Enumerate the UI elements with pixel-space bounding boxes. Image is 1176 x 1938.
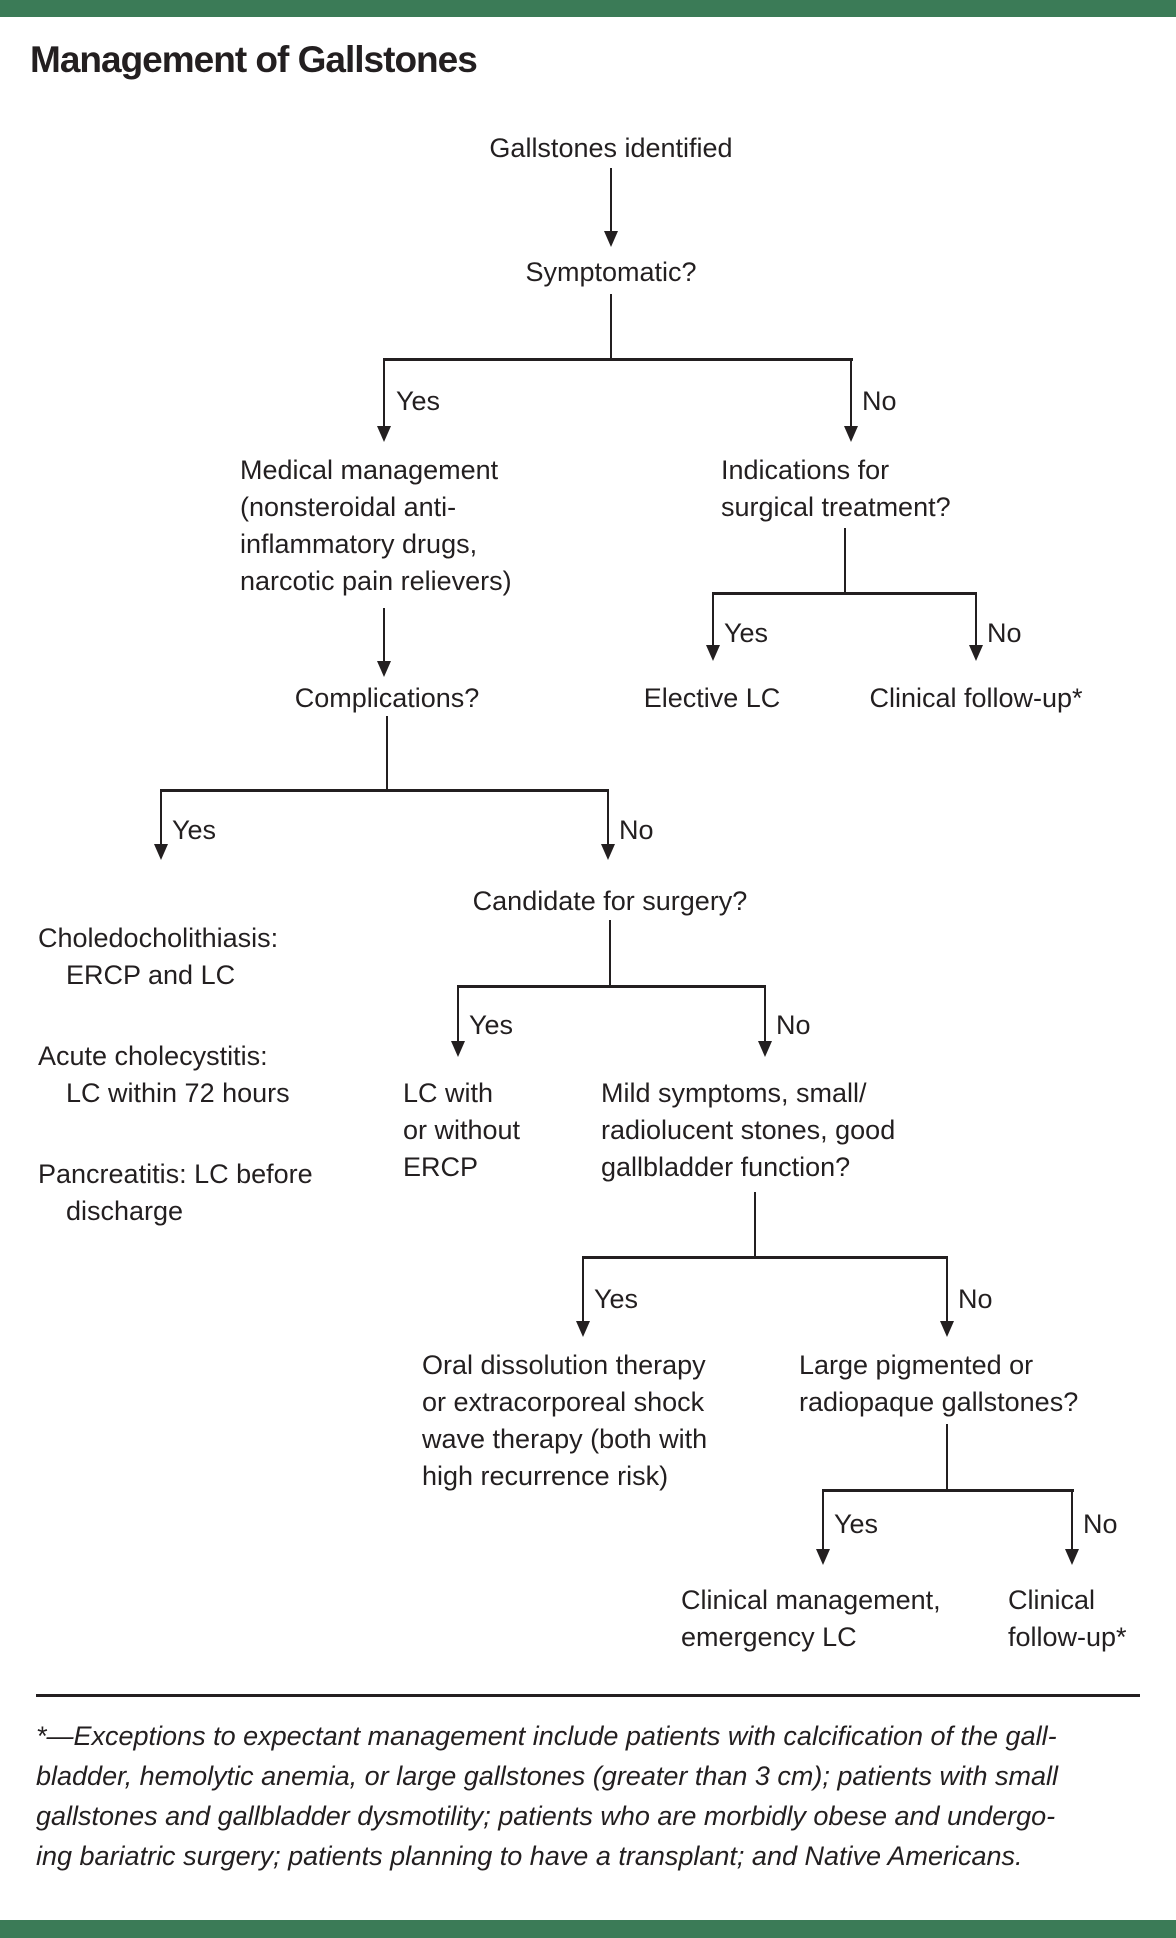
- connector-mild-yes: [582, 1256, 584, 1321]
- node-indications-surgical: Indications for surgical treatment?: [721, 455, 951, 522]
- arrowhead-candidate-no: [758, 1041, 772, 1057]
- connector-candidate-yes: [457, 985, 459, 1041]
- connector-root: [610, 168, 612, 231]
- connector-mild-stem: [754, 1192, 756, 1256]
- top-accent-bar: [0, 0, 1176, 17]
- connector-indications-no: [975, 592, 977, 645]
- connector-candidate-cross: [457, 985, 766, 988]
- node-large-pigmented: Large pigmented or radiopaque gallstones…: [799, 1350, 1079, 1417]
- connector-symptomatic-no: [850, 358, 852, 426]
- connector-complications-yes: [160, 789, 162, 844]
- connector-pigmented-stem: [946, 1424, 948, 1489]
- arrowhead-complications-no: [601, 844, 615, 860]
- connector-symptomatic-yes: [383, 358, 385, 426]
- arrowhead-symptomatic-yes: [377, 426, 391, 442]
- node-oral-dissolution: Oral dissolution therapy or extracorpore…: [422, 1350, 708, 1491]
- label-indications-no: No: [987, 618, 1022, 648]
- connector-complications-cross: [160, 789, 609, 792]
- node-gallstones-identified: Gallstones identified: [489, 133, 733, 163]
- connector-pigmented-cross: [822, 1489, 1074, 1492]
- outcome-acute-cholecystitis: Acute cholecystitis: LC within 72 hours: [38, 1041, 290, 1108]
- label-candidate-yes: Yes: [469, 1010, 514, 1040]
- connector-candidate-no: [764, 985, 766, 1041]
- connector-complications-stem: [386, 716, 388, 789]
- connector-medical-to-complications: [383, 608, 385, 661]
- connector-complications-no: [607, 789, 609, 844]
- connector-pigmented-no: [1071, 1489, 1073, 1549]
- node-candidate-surgery: Candidate for surgery?: [472, 886, 748, 916]
- connector-mild-no: [946, 1256, 948, 1321]
- connector-indications-yes: [712, 592, 714, 645]
- label-pigmented-no: No: [1083, 1509, 1118, 1539]
- bottom-accent-bar: [0, 1920, 1176, 1938]
- label-pigmented-yes: Yes: [834, 1509, 879, 1539]
- arrowhead-complications-yes: [154, 844, 168, 860]
- node-clinical-follow-up-right: Clinical follow-up*: [869, 683, 1083, 713]
- label-mild-no: No: [958, 1284, 993, 1314]
- connector-pigmented-yes: [822, 1489, 824, 1549]
- connector-indications-stem: [844, 528, 846, 592]
- node-clinical-follow-up-bottom: Clinical follow-up*: [1008, 1585, 1127, 1652]
- node-medical-management: Medical management (nonsteroidal anti- i…: [240, 455, 512, 596]
- node-elective-lc: Elective LC: [643, 683, 781, 713]
- footnote-divider: [36, 1694, 1140, 1697]
- label-indications-yes: Yes: [724, 618, 769, 648]
- arrowhead-complications: [377, 661, 391, 677]
- node-mild-symptoms: Mild symptoms, small/ radiolucent stones…: [601, 1078, 896, 1182]
- node-complication-outcomes: Choledocholithiasis: ERCP and LC Acute c…: [38, 883, 388, 1274]
- label-complications-no: No: [619, 815, 654, 845]
- connector-candidate-stem: [609, 920, 611, 985]
- connector-mild-cross: [582, 1256, 948, 1259]
- label-complications-yes: Yes: [172, 815, 217, 845]
- label-symptomatic-yes: Yes: [396, 386, 441, 416]
- connector-symptomatic-stem: [610, 294, 612, 358]
- node-complications: Complications?: [294, 683, 480, 713]
- arrowhead-symptomatic-no: [844, 426, 858, 442]
- arrowhead-candidate-yes: [451, 1041, 465, 1057]
- page-title: Management of Gallstones: [30, 39, 478, 80]
- outcome-choledocholithiasis: Choledocholithiasis: ERCP and LC: [38, 923, 279, 990]
- arrowhead-mild-no: [940, 1321, 954, 1337]
- label-candidate-no: No: [776, 1010, 811, 1040]
- node-symptomatic: Symptomatic?: [525, 257, 697, 287]
- arrowhead-indications-no: [969, 645, 983, 661]
- footnote-text: *—Exceptions to expectant management inc…: [36, 1721, 1058, 1871]
- arrowhead-pigmented-yes: [816, 1549, 830, 1565]
- outcome-pancreatitis: Pancreatitis: LC before discharge: [38, 1159, 313, 1226]
- connector-symptomatic-cross: [383, 358, 853, 361]
- arrowhead-indications-yes: [706, 645, 720, 661]
- connector-indications-cross: [712, 592, 977, 595]
- label-mild-yes: Yes: [594, 1284, 639, 1314]
- arrowhead-pigmented-no: [1065, 1549, 1079, 1565]
- arrowhead-mild-yes: [576, 1321, 590, 1337]
- label-symptomatic-no: No: [862, 386, 897, 416]
- node-lc-with-without: LC with or without ERCP: [403, 1078, 521, 1182]
- arrowhead-root: [604, 231, 618, 247]
- node-clinical-management: Clinical management, emergency LC: [681, 1585, 941, 1652]
